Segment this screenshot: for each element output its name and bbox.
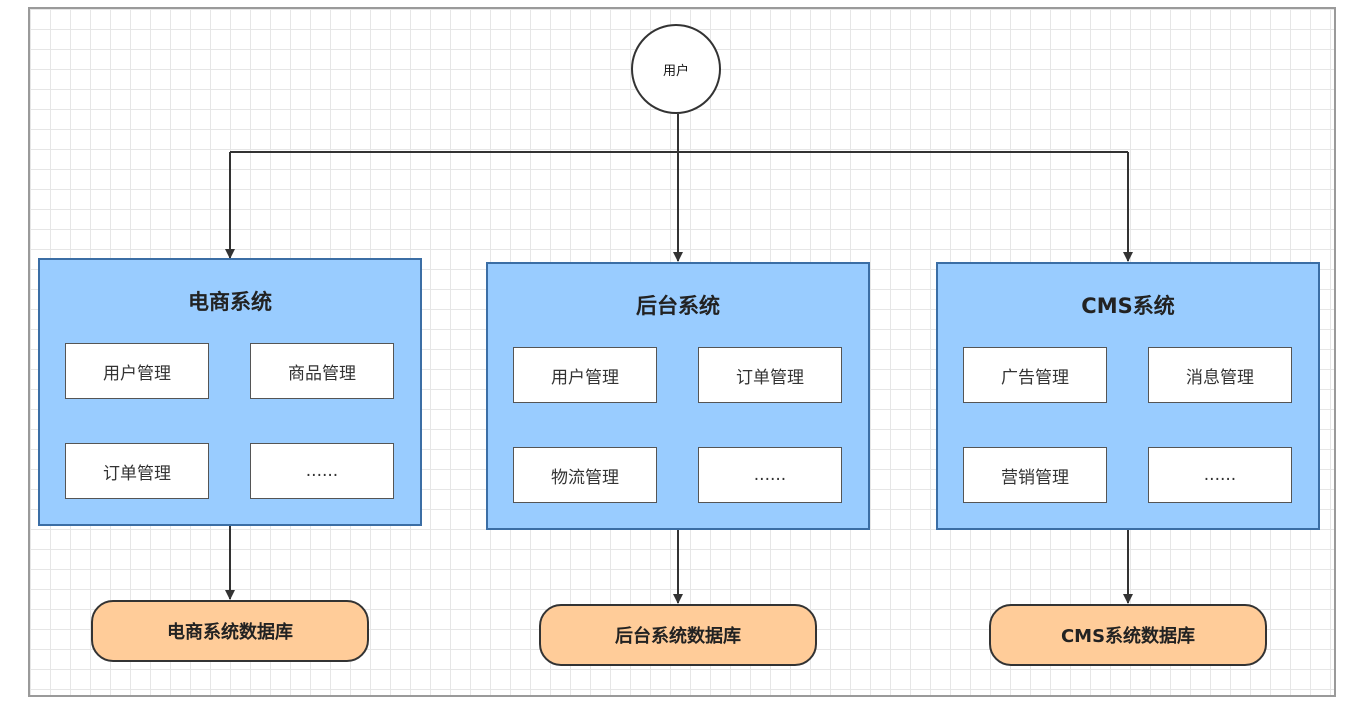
ecommerce-module-user: 用户管理: [65, 343, 209, 399]
cms-module-more: ......: [1148, 447, 1292, 503]
ecommerce-system-title: 电商系统: [188, 290, 272, 314]
ecommerce-system: 电商系统 用户管理 商品管理 订单管理 ......: [38, 258, 422, 526]
admin-database: 后台系统数据库: [539, 604, 817, 666]
ecommerce-database-label: 电商系统数据库: [167, 622, 293, 643]
ecommerce-database: 电商系统数据库: [91, 600, 369, 662]
admin-database-label: 后台系统数据库: [615, 626, 741, 647]
admin-module-logistics: 物流管理: [513, 447, 657, 503]
cms-database: CMS系统数据库: [989, 604, 1267, 666]
ecommerce-module-product: 商品管理: [250, 343, 394, 399]
admin-system-title: 后台系统: [636, 294, 720, 318]
cms-module-messages: 消息管理: [1148, 347, 1292, 403]
cms-system: CMS系统 广告管理 消息管理 营销管理 ......: [936, 262, 1320, 530]
ecommerce-module-more: ......: [250, 443, 394, 499]
admin-module-more: ......: [698, 447, 842, 503]
admin-system: 后台系统 用户管理 订单管理 物流管理 ......: [486, 262, 870, 530]
cms-module-marketing: 营销管理: [963, 447, 1107, 503]
ecommerce-module-order: 订单管理: [65, 443, 209, 499]
cms-system-title: CMS系统: [1081, 294, 1175, 318]
cms-database-label: CMS系统数据库: [1060, 626, 1196, 647]
admin-module-order: 订单管理: [698, 347, 842, 403]
cms-module-ads: 广告管理: [963, 347, 1107, 403]
admin-module-user: 用户管理: [513, 347, 657, 403]
user-node-label: 用户: [662, 63, 689, 79]
user-node: 用户: [631, 24, 721, 114]
